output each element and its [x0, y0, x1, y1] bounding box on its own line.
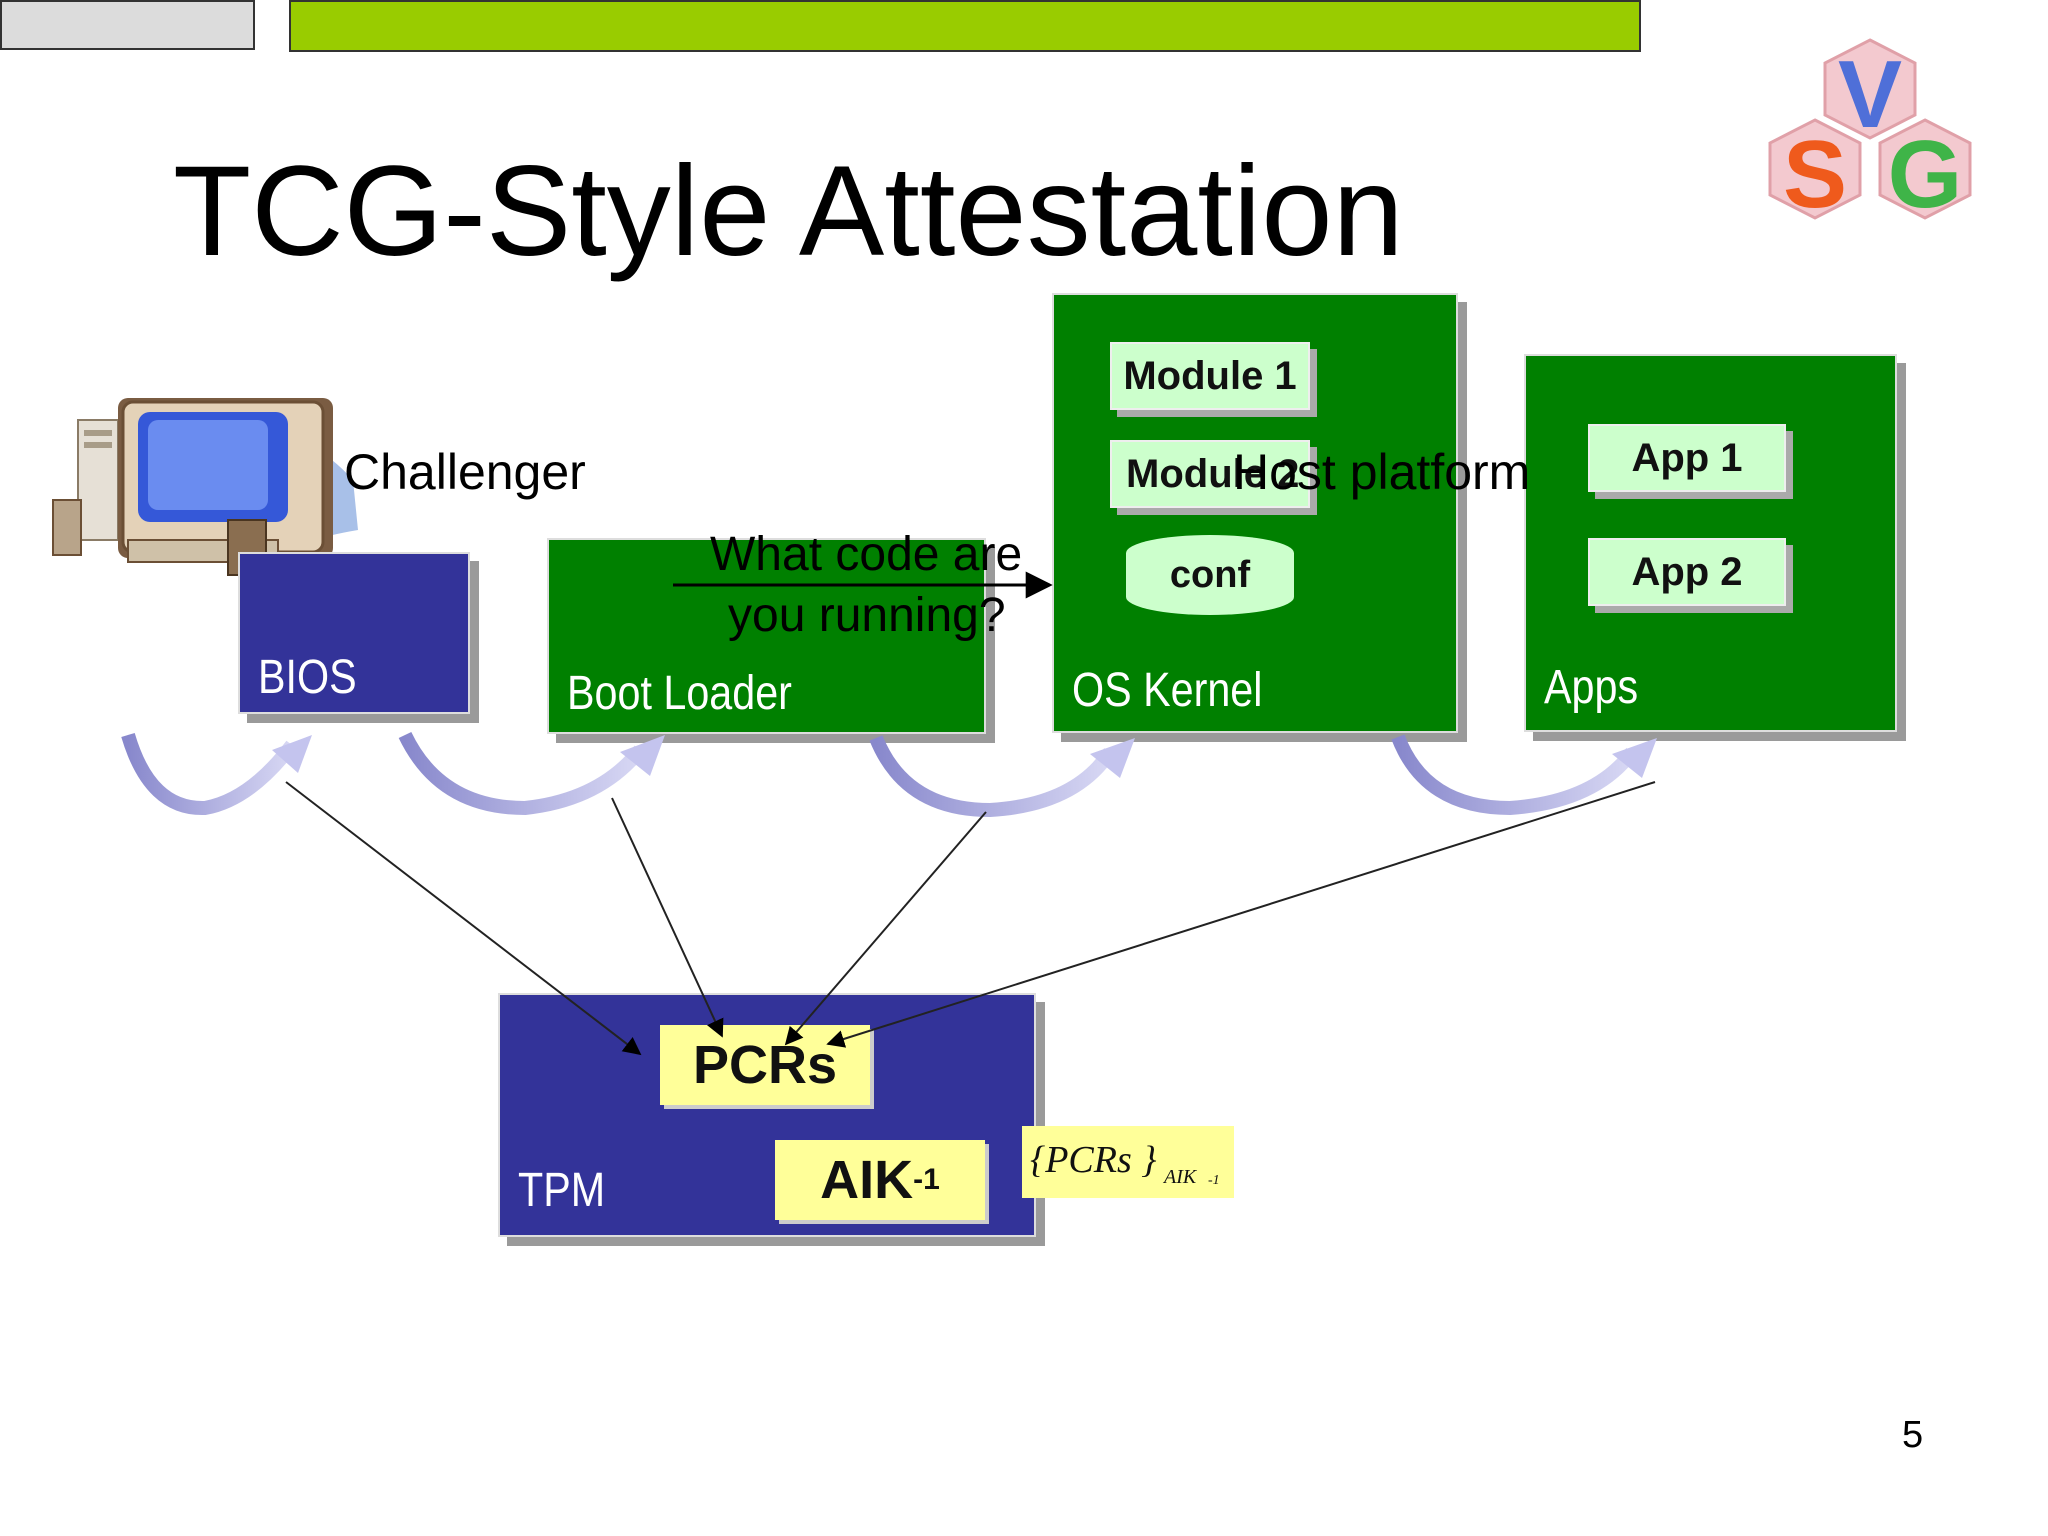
vsg-logo: V S G [1768, 38, 1972, 228]
signed-sup: -1 [1208, 1173, 1220, 1188]
apps-box: App 1 App 2 Apps [1524, 354, 1897, 732]
arc-boot-loader [398, 731, 665, 816]
module-2-chip: Module 2 [1110, 440, 1310, 508]
challenger-label: Challenger [344, 444, 586, 500]
os-kernel-box: Module 1 Module 2 conf OS Kernel [1052, 293, 1458, 733]
boot-loader-label: Boot Loader [567, 667, 792, 720]
app-2-chip: App 2 [1588, 538, 1786, 606]
aik-sub: -1 [913, 1163, 940, 1196]
os-kernel-label: OS Kernel [1072, 664, 1263, 717]
conf-cylinder: conf [1126, 535, 1294, 615]
tpm-label: TPM [518, 1164, 606, 1217]
app-1-chip: App 1 [1588, 424, 1786, 492]
arc-apps [1391, 734, 1657, 816]
aik-base: AIK [820, 1150, 914, 1210]
signed-pcrs-note: {PCRs } AIK -1 [1022, 1126, 1234, 1198]
logo-letter-v: V [1838, 41, 1902, 148]
bios-label: BIOS [258, 651, 357, 704]
apps-label: Apps [1544, 661, 1639, 714]
top-bar-accent [289, 0, 1641, 52]
question-line-1: What code are [710, 528, 1023, 581]
measure-arrow-os-kernel [784, 811, 987, 1046]
pcrs-note: PCRs [660, 1025, 870, 1105]
slide-title: TCG-Style Attestation [173, 140, 1404, 283]
module-1-chip: Module 1 [1110, 342, 1310, 410]
question-line-2: you running? [728, 589, 1006, 642]
tpm-box: PCRs AIK-1 TPM [498, 993, 1036, 1237]
measure-arrow-boot-loader [611, 797, 724, 1038]
aik-note: AIK-1 [775, 1140, 985, 1220]
signed-sub: AIK [1164, 1166, 1197, 1188]
arc-os-kernel [869, 735, 1135, 818]
signed-body: {PCRs } [1030, 1139, 1157, 1181]
page-number: 5 [1902, 1414, 1924, 1456]
boot-loader-box: Boot Loader [547, 538, 986, 734]
top-bar-left [0, 0, 255, 50]
logo-letter-g: G [1888, 121, 1963, 228]
bios-box: BIOS [238, 552, 470, 714]
host-platform-label: Host platform [1233, 444, 1531, 500]
logo-letter-s: S [1783, 121, 1847, 228]
measure-arrow-bios [285, 781, 642, 1056]
measure-arrow-apps [826, 781, 1656, 1048]
arc-bios [121, 732, 312, 816]
